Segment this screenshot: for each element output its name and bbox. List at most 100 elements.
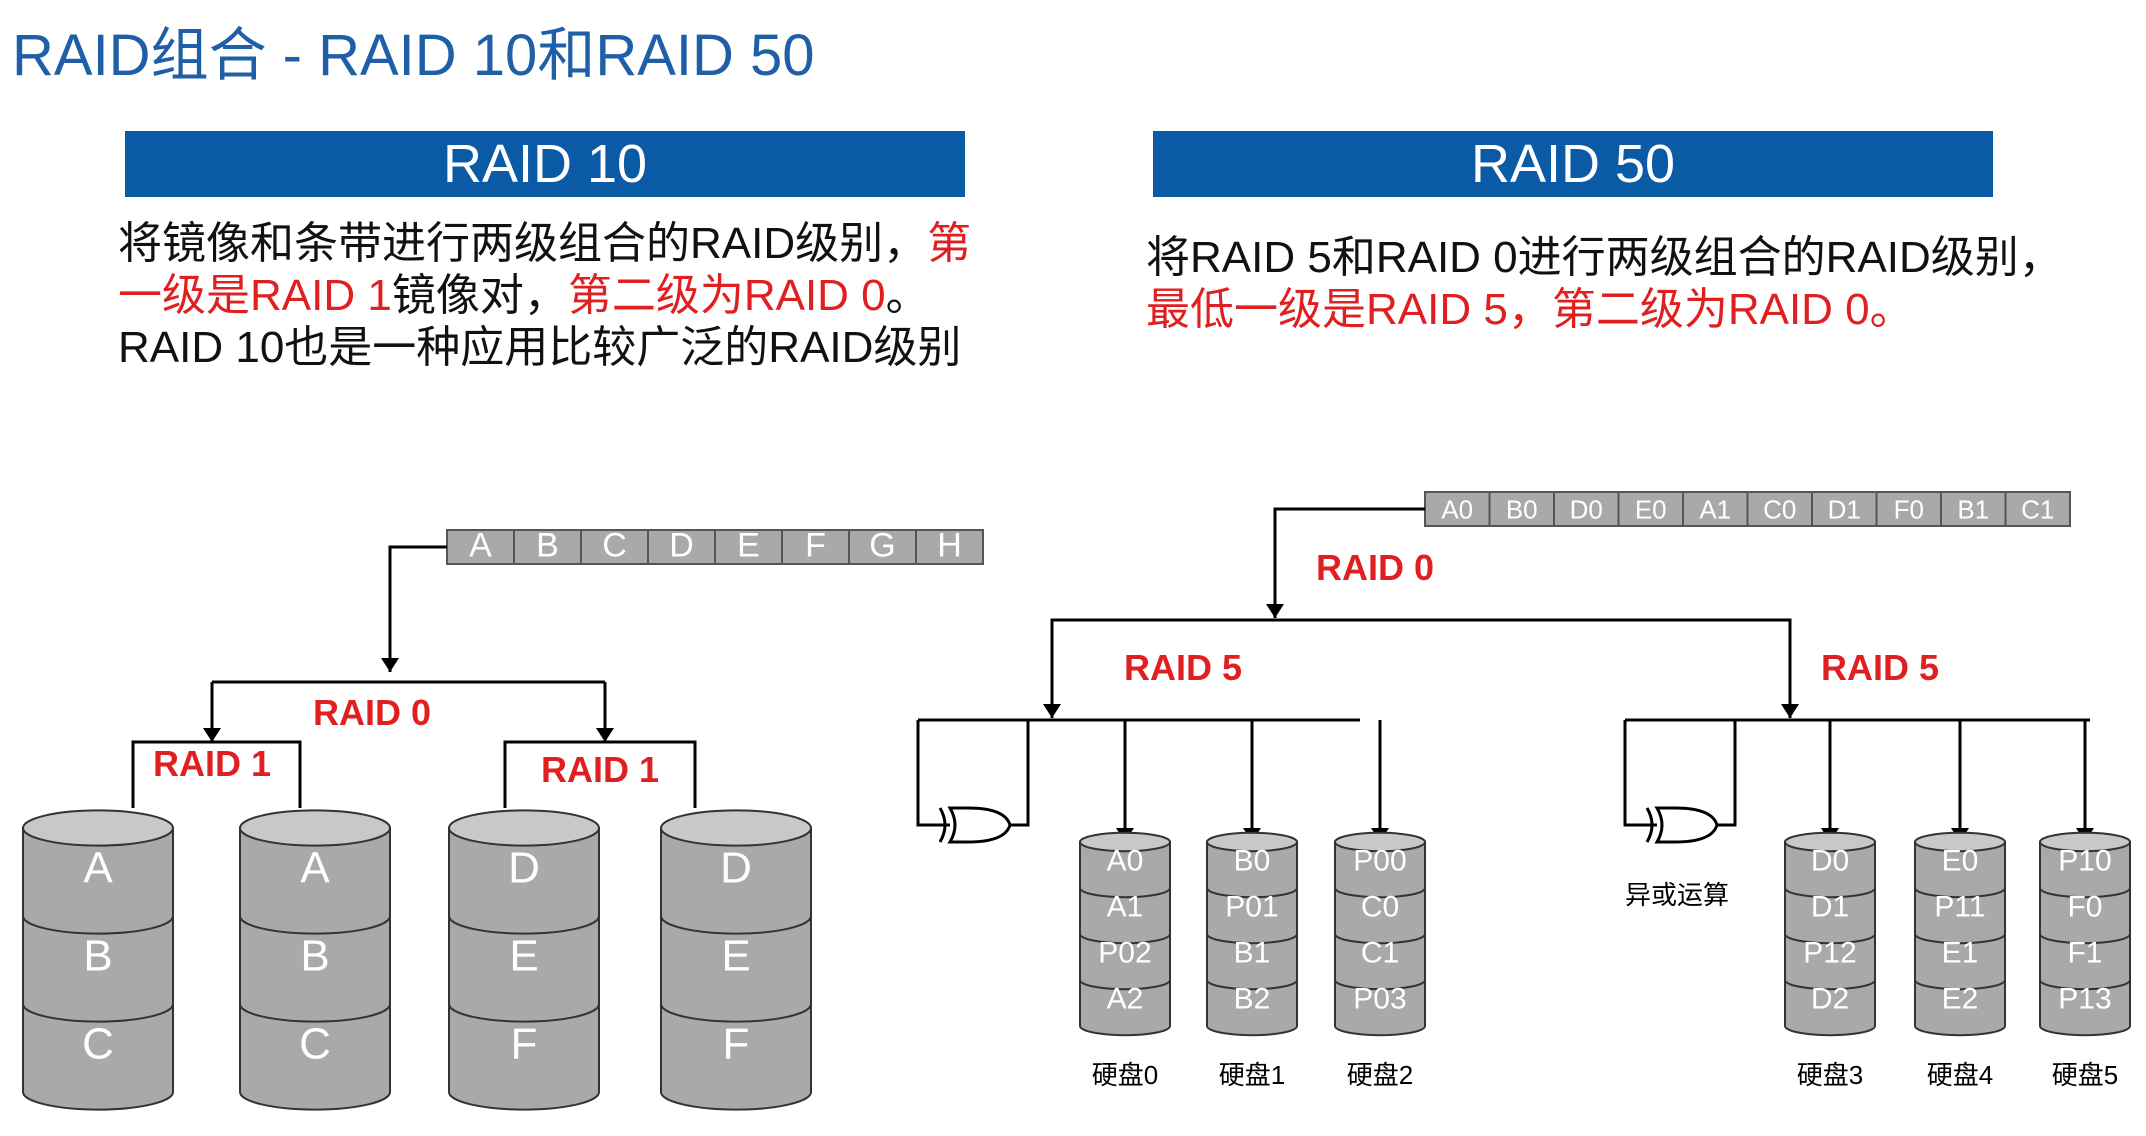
raid50-stripe-cell-5 (1746, 491, 1813, 527)
raid50-stripe-label-0: A0 (1441, 495, 1473, 525)
raid50-group-right-xor-wire-out (1707, 720, 1737, 827)
raid10-stripe-label-0: A (469, 527, 492, 565)
raid50-group-left-xor-gate-back (938, 807, 947, 843)
raid50-group-left-disk-0-block-3: A2 (1107, 983, 1144, 1016)
raid50-group-left-disk-0-divider-3 (1079, 979, 1171, 991)
raid10-disk-1-block-1: B (300, 932, 329, 981)
raid50-stripe-cell-6 (1811, 491, 1878, 527)
raid50-group-right-disk-2-block-1: F0 (2067, 891, 2102, 924)
raid10-disk-0-top (22, 809, 174, 847)
raid50-stripe-label-3: E0 (1635, 495, 1667, 525)
raid10-raid1-label-right: RAID 1 (541, 749, 659, 790)
raid10-disk-2-block-1: E (509, 932, 538, 981)
raid10-desc-red-1: 第一级是RAID 1 (118, 219, 972, 320)
raid50-group-left-xor-wire-in (916, 720, 950, 827)
raid10-raid1-bracket-left (131, 740, 302, 808)
raid10-disk-2-top (448, 809, 600, 847)
raid50-group-right-disk-0-divider-1 (1784, 887, 1876, 899)
raid50-group-right-disk-1-top (1914, 831, 2006, 853)
raid50-group-right-disk-1-divider-3 (1914, 979, 2006, 991)
raid50-group-left-disk-0-top (1079, 831, 1171, 853)
raid50-group-right-xor-gate-back (1645, 807, 1654, 843)
raid10-disk-0-block-2: C (82, 1020, 114, 1069)
raid50-description: 将RAID 5和RAID 0进行两级组合的RAID级别，最低一级是RAID 5，… (1146, 232, 2066, 336)
raid10-stripe-cell-6 (848, 529, 917, 565)
raid50-group-left-disk-0-block-1: A1 (1107, 891, 1144, 924)
raid10-desc-red-2: 第二级为RAID 0 (567, 271, 886, 320)
raid50-group-left-disk-1-divider-2 (1206, 933, 1298, 945)
raid50-group-right-disk-0-block-3: D2 (1811, 983, 1849, 1016)
raid10-raid0-label: RAID 0 (313, 692, 431, 733)
raid50-group-left-disk-2-divider-1 (1334, 887, 1426, 899)
raid10-stripe-label-2: C (602, 527, 627, 565)
raid50-banner: RAID 50 (1153, 131, 1993, 197)
raid50-group-right-disk-name-1: 硬盘4 (1927, 1060, 1993, 1090)
raid10-disk-2-divider-2 (448, 1003, 600, 1023)
raid10-stripe-cell-3 (647, 529, 716, 565)
raid50-group-right-disk-0-block-0: D0 (1811, 845, 1849, 878)
raid50-group-right-disk-name-0: 硬盘3 (1797, 1060, 1863, 1090)
raid50-group-right-disk-1-block-2: E1 (1942, 937, 1979, 970)
raid50-group-right-disk-0-body (1784, 841, 1876, 1037)
raid50-group-right-disk-2-divider-1 (2039, 887, 2131, 899)
raid50-group-right-disk-2-divider-2 (2039, 933, 2131, 945)
raid50-group-left-disk-0-block-0: A0 (1107, 845, 1144, 878)
raid50-group-right-disk-1-body (1914, 841, 2006, 1037)
raid50-group-left-disk-2-block-2: C1 (1361, 937, 1399, 970)
raid50-stripe-label-1: B0 (1506, 495, 1538, 525)
raid10-disk-3-block-2: F (723, 1020, 750, 1069)
raid50-stripe-label-4: A1 (1699, 495, 1731, 525)
raid10-desc-text-3: 。RAID 10也是一种应用比较广泛的RAID级别 (118, 271, 962, 372)
raid10-stripe-label-3: D (669, 527, 694, 565)
raid50-raid5-label-right: RAID 5 (1821, 647, 1939, 688)
raid50-group-right-disk-1-block-3: E2 (1942, 983, 1979, 1016)
raid50-raid0-label: RAID 0 (1316, 547, 1434, 588)
raid50-stripe-label-7: F0 (1894, 495, 1924, 525)
raid50-group-right-disk-2-body (2039, 841, 2131, 1037)
raid50-stripe-cell-9 (2004, 491, 2071, 527)
raid50-group-left-disk-0-block-2: P02 (1098, 937, 1151, 970)
raid50-group-left-disk-name-2: 硬盘2 (1347, 1060, 1413, 1090)
raid50-group-left-disk-2-block-3: P03 (1353, 983, 1406, 1016)
raid50-group-left-disk-1-body (1206, 841, 1298, 1037)
raid10-disk-2-body (448, 827, 600, 1111)
raid50-group-right-disk-0-divider-2 (1784, 933, 1876, 945)
raid10-stripe-label-7: H (937, 527, 962, 565)
raid50-group-right-disk-1-block-1: P11 (1934, 891, 1985, 924)
raid10-disk-3-top (660, 809, 812, 847)
raid50-stripe-connector (1273, 507, 1425, 614)
raid10-stripe-label-6: G (869, 527, 895, 565)
raid10-disk-3-divider-1 (660, 915, 812, 935)
raid10-disk-0-divider-2 (22, 1003, 174, 1023)
raid10-stripe-label-4: E (737, 527, 760, 565)
raid50-group-right-xor-gate-icon (1654, 806, 1719, 844)
raid50-group-right-disk-1-divider-1 (1914, 887, 2006, 899)
raid50-stripe-label-2: D0 (1570, 495, 1603, 525)
raid50-group-left-disk-1-block-2: B1 (1234, 937, 1271, 970)
raid50-stripe-label-6: D1 (1828, 495, 1861, 525)
raid50-stripe-cell-3 (1617, 491, 1684, 527)
raid10-stripe-cell-7 (915, 529, 984, 565)
raid10-stripe-connector (388, 545, 447, 670)
raid10-disk-1-divider-1 (239, 915, 391, 935)
raid10-disk-0-body (22, 827, 174, 1111)
raid10-disk-0-block-1: B (83, 932, 112, 981)
raid50-group-right-disk-2-block-3: P13 (2058, 983, 2111, 1016)
raid50-group-left-disk-1-divider-1 (1206, 887, 1298, 899)
raid50-group-right-disk-0-top (1784, 831, 1876, 853)
raid50-right-raid5-arrow-head (1781, 704, 1799, 718)
raid50-group-left-xor-wire-out (1000, 720, 1030, 827)
raid50-group-right-xor-wire-in (1623, 720, 1657, 827)
raid50-group-left-disk-2-block-0: P00 (1353, 845, 1406, 878)
raid10-desc-text-2: 镜像对， (391, 271, 568, 320)
raid10-disk-2-block-0: D (508, 844, 540, 893)
raid50-group-left-disk-2-divider-2 (1334, 933, 1426, 945)
raid50-group-right-xor-label: 异或运算 (1625, 880, 1729, 910)
raid10-disk-1-divider-2 (239, 1003, 391, 1023)
raid50-stripe-label-5: C0 (1763, 495, 1796, 525)
raid50-group-right-disk-0-block-2: P12 (1803, 937, 1856, 970)
raid10-right-arrow-head (596, 728, 614, 742)
raid50-stripe-label-8: B1 (1957, 495, 1989, 525)
raid10-description: 将镜像和条带进行两级组合的RAID级别，第一级是RAID 1镜像对，第二级为RA… (118, 218, 1008, 374)
raid10-desc-text-1: 将镜像和条带进行两级组合的RAID级别， (118, 219, 928, 268)
